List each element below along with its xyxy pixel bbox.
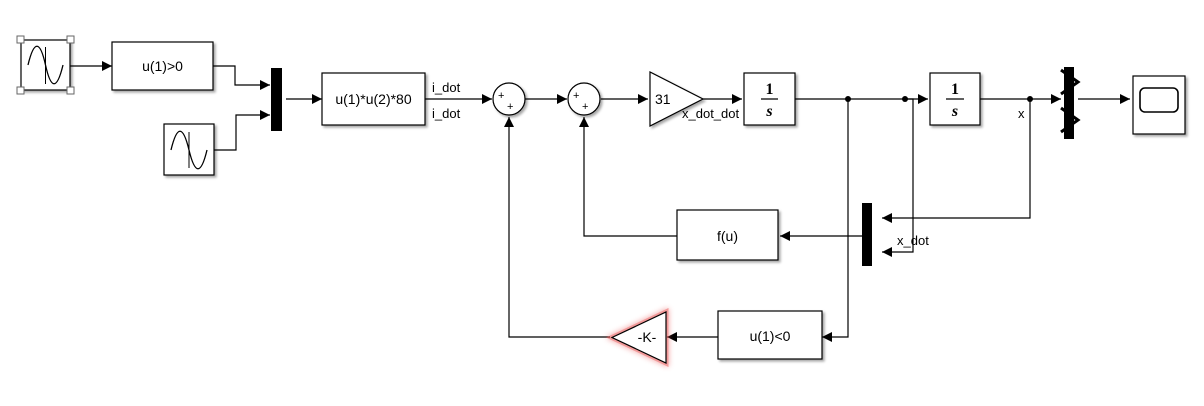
mux-bar (1064, 67, 1074, 139)
sum-block-2[interactable]: + + (567, 82, 601, 116)
selection-handles[interactable] (16, 35, 75, 95)
signal-label-i-dot: i_dot (432, 106, 461, 121)
product-block[interactable]: u(1)*u(2)*80 (321, 72, 426, 126)
signal-label-x: x (1018, 106, 1025, 121)
sum2-sign-b: + (582, 101, 588, 113)
signal-label-i-dot: i_dot (432, 80, 461, 95)
fcn-block[interactable]: f(u) (676, 209, 779, 261)
sine-wave-source-2[interactable] (163, 123, 215, 176)
integrator-2-denominator: s (951, 103, 958, 120)
sum1-sign-a: + (498, 90, 504, 102)
compare-negative-label: u(1)<0 (750, 328, 791, 344)
gain-31-block[interactable]: 31 (649, 71, 705, 127)
sum1-sign-b: + (507, 101, 513, 113)
signal-label-x-dot: x_dot (897, 233, 929, 248)
scope-mux[interactable] (1060, 67, 1081, 139)
gain-31-label: 31 (655, 91, 671, 107)
gain-k-label: -K- (638, 329, 657, 345)
compare-positive-block[interactable]: u(1)>0 (111, 41, 214, 91)
compare-negative-block[interactable]: u(1)<0 (717, 310, 823, 360)
branch-point (902, 96, 908, 102)
demux-bar[interactable] (862, 203, 872, 266)
gain-k-block[interactable]: -K- (606, 308, 669, 367)
wires (70, 61, 1130, 342)
compare-positive-label: u(1)>0 (142, 58, 183, 74)
sine-wave-source-1[interactable] (16, 35, 75, 95)
sum2-sign-a: + (573, 90, 579, 102)
signal-label-x-dot-dot: x_dot_dot (682, 106, 739, 121)
sum-block-1[interactable]: + + (492, 82, 526, 116)
integrator-1-block[interactable]: 1 s (743, 72, 796, 126)
product-label: u(1)*u(2)*80 (335, 91, 411, 107)
scope-block[interactable] (1132, 75, 1186, 135)
scope-icon (1139, 87, 1179, 113)
integrator-2-numerator: 1 (951, 81, 959, 98)
mux-bar[interactable] (271, 68, 282, 131)
fcn-label: f(u) (717, 228, 738, 244)
integrator-1-numerator: 1 (766, 81, 774, 98)
branch-point (845, 96, 851, 102)
branch-point (1027, 96, 1033, 102)
integrator-2-block[interactable]: 1 s (929, 72, 981, 126)
integrator-1-denominator: s (765, 103, 772, 120)
